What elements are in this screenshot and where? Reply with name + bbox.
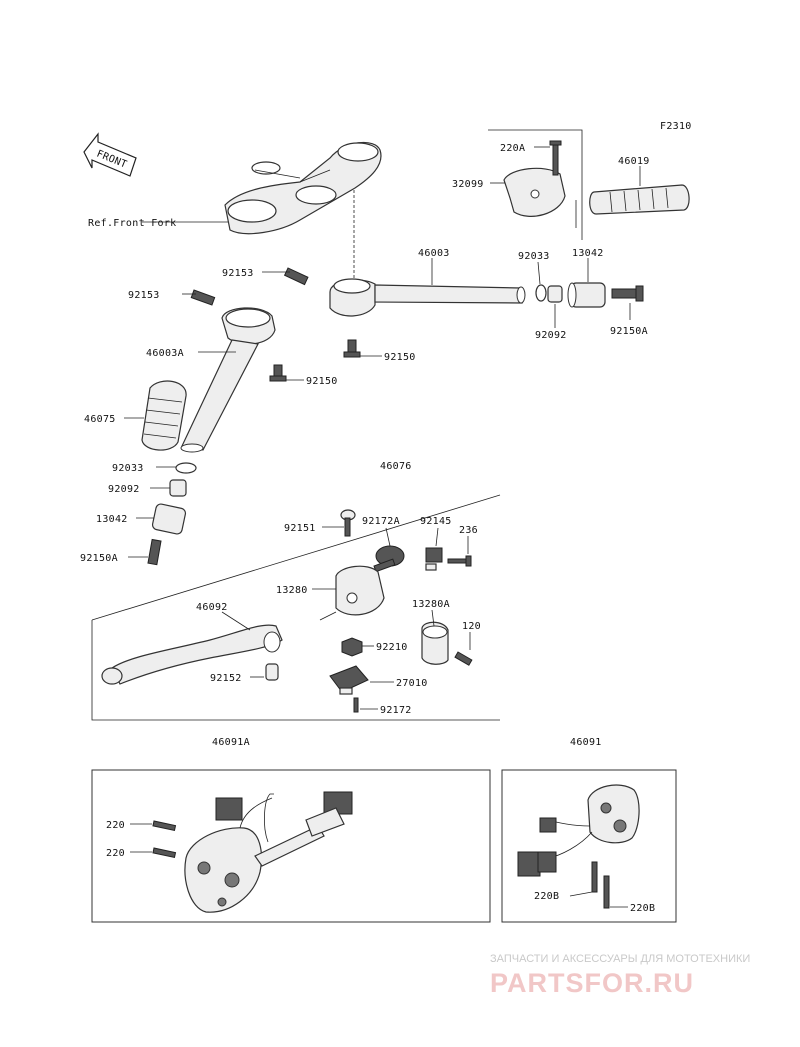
ring-92033-left [175, 462, 197, 474]
label-120: 120 [462, 621, 481, 632]
bolt-92150A-right [611, 285, 644, 302]
bolt-92153-left [190, 289, 216, 306]
label-46076: 46076 [380, 461, 412, 472]
label-46092: 46092 [196, 602, 228, 613]
label-92150A-r: 92150A [610, 326, 648, 337]
bolt-120 [454, 651, 473, 666]
throttle-housing-32099 [503, 167, 566, 217]
label-220-b: 220 [106, 848, 125, 859]
label-92092-r: 92092 [535, 330, 567, 341]
collar-92092-left [169, 479, 187, 497]
label-46091: 46091 [570, 737, 602, 748]
label-92172: 92172 [380, 705, 412, 716]
screw-220B-a [591, 861, 598, 893]
label-220-a: 220 [106, 820, 125, 831]
screw-220A [549, 140, 562, 176]
label-92150-b: 92150 [306, 376, 338, 387]
clamp-13280A [421, 621, 449, 665]
bolt-92150-left [269, 364, 287, 382]
grip-46019 [589, 184, 690, 215]
watermark-logo: PARTSFOR.RU [490, 968, 694, 998]
bolt-92150-right [343, 339, 361, 358]
label-92145: 92145 [420, 516, 452, 527]
box-46091A [91, 769, 491, 923]
clip-92145 [425, 547, 443, 571]
upper-triple-clamp [224, 141, 382, 235]
screw-92172 [353, 697, 359, 713]
label-46091A: 46091A [212, 737, 250, 748]
nut-92210 [341, 637, 363, 657]
screw-220-b [152, 847, 177, 859]
lever-holder-13280 [319, 565, 385, 621]
lever-46092 [101, 624, 283, 685]
collar-92152 [265, 663, 279, 681]
assembly-bracket [91, 620, 500, 721]
label-46019: 46019 [618, 156, 650, 167]
label-92092-l: 92092 [108, 484, 140, 495]
right-handlebar [329, 278, 526, 317]
label-92151: 92151 [284, 523, 316, 534]
label-236: 236 [459, 525, 478, 536]
label-220A: 220A [500, 143, 525, 154]
screw-220B-b [603, 875, 610, 909]
label-220B-a: 220B [534, 891, 559, 902]
label-92153-a: 92153 [222, 268, 254, 279]
ref-front-fork-label: Ref.Front Fork [88, 218, 177, 229]
adjuster-92151 [340, 509, 356, 537]
label-92033-l: 92033 [112, 463, 144, 474]
switch-27010 [329, 665, 369, 695]
screw-236 [447, 555, 472, 567]
label-32099: 32099 [452, 179, 484, 190]
label-92153-b: 92153 [128, 290, 160, 301]
label-46003A: 46003A [146, 348, 184, 359]
bolt-92153-right [283, 267, 309, 286]
label-46075: 46075 [84, 414, 116, 425]
screw-220-a [152, 820, 177, 832]
label-92150A-l: 92150A [80, 553, 118, 564]
watermark-tagline: ЗАПЧАСТИ И АКСЕССУАРЫ ДЛЯ МОТОТЕХНИКИ [490, 953, 750, 965]
label-13042-r: 13042 [572, 248, 604, 259]
box-46091 [501, 769, 677, 923]
weight-13042-right [567, 282, 606, 308]
left-handlebar [180, 307, 276, 453]
label-220B-b: 220B [630, 903, 655, 914]
collar-92092-right [547, 285, 563, 303]
label-13280A: 13280A [412, 599, 450, 610]
switch-housing-left [184, 791, 353, 913]
label-27010: 27010 [396, 678, 428, 689]
front-arrow-icon: FRONT [83, 132, 137, 177]
adjuster-92172A [373, 545, 405, 573]
label-92172A: 92172A [362, 516, 400, 527]
grip-46075 [141, 380, 187, 451]
figure-code: F2310 [660, 121, 692, 132]
label-13280: 13280 [276, 585, 308, 596]
label-92152: 92152 [210, 673, 242, 684]
label-92150-a: 92150 [384, 352, 416, 363]
bolt-92150A-left [147, 538, 162, 566]
label-92210: 92210 [376, 642, 408, 653]
weight-13042-left [151, 503, 187, 535]
label-13042-l: 13042 [96, 514, 128, 525]
switch-housing-right [517, 784, 640, 877]
label-92033-r: 92033 [518, 251, 550, 262]
label-46003: 46003 [418, 248, 450, 259]
ring-92033-right [535, 284, 547, 302]
